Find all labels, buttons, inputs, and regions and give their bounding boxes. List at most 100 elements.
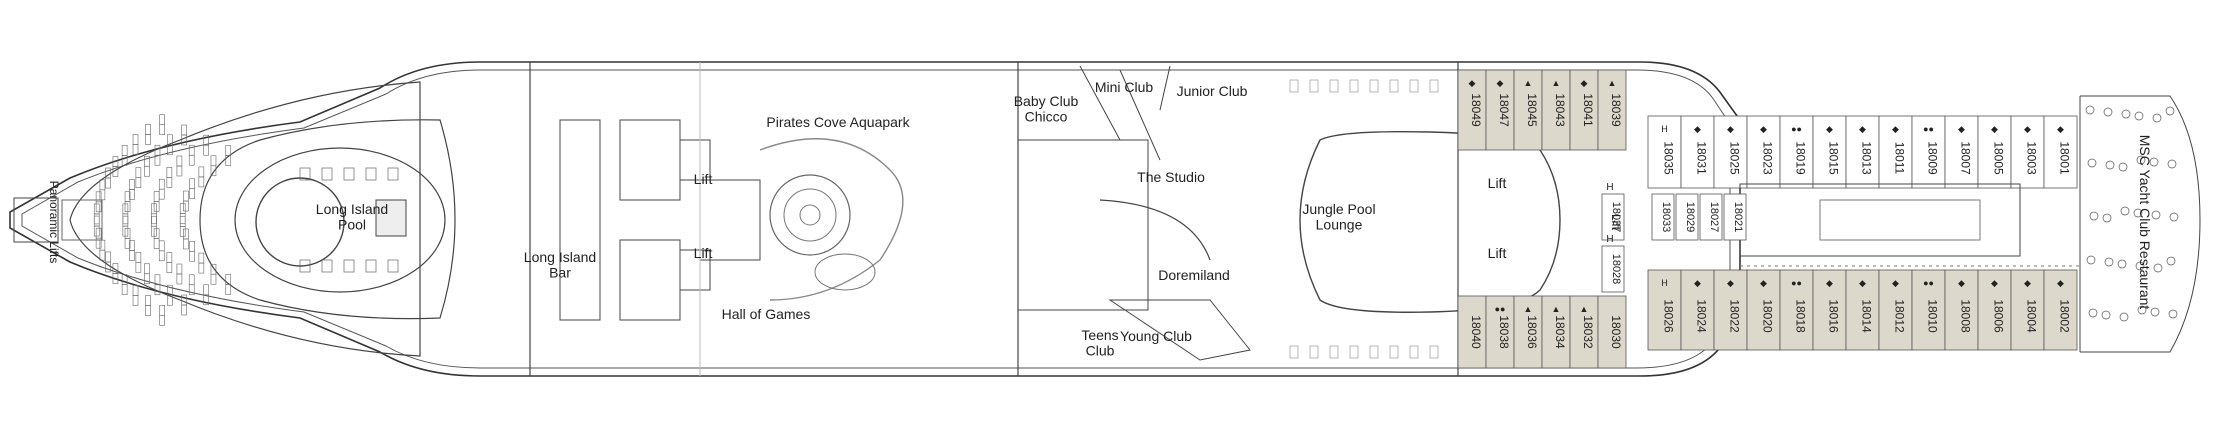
lounger xyxy=(124,238,131,249)
cabin-number: 18047 xyxy=(1497,93,1511,127)
cabin-18013 xyxy=(1845,115,1880,189)
cabin-mark: H xyxy=(1661,124,1668,134)
cabin-18043 xyxy=(1541,69,1571,151)
cabin-number: 18004 xyxy=(2025,299,2039,333)
cabin-number: 18041 xyxy=(1581,93,1595,127)
cabin-18031 xyxy=(1680,115,1715,189)
lounger xyxy=(153,191,160,202)
lounger xyxy=(145,305,151,316)
pool-chair xyxy=(343,167,355,181)
dining-table xyxy=(2133,208,2143,218)
label-lift-aft: Lift xyxy=(1609,214,1623,231)
label-hall-of-games: Hall of Games xyxy=(722,306,811,322)
cabin-number: 18021 xyxy=(1732,202,1744,233)
dining-table xyxy=(2135,261,2145,271)
dining-table xyxy=(2101,310,2111,320)
label-long-island-bar-line: Bar xyxy=(549,264,571,280)
dining-table xyxy=(2168,309,2178,319)
cabin-18028 xyxy=(1601,245,1625,293)
pool-chairs xyxy=(299,167,399,273)
lounger xyxy=(1329,345,1339,359)
corridor-inner xyxy=(1819,199,1981,241)
pool-chair xyxy=(299,259,311,273)
lounger xyxy=(1429,345,1439,359)
cabin-mark: ▲ xyxy=(1524,78,1533,88)
cabin-mark: ●● xyxy=(1791,124,1802,134)
cabin-mark: ◆ xyxy=(1826,124,1833,134)
lounger xyxy=(166,262,173,273)
cabin-number: 18049 xyxy=(1469,93,1483,127)
cabin-mark: ◆ xyxy=(1694,124,1701,134)
cabin-number: 18008 xyxy=(1959,299,1973,333)
waterslide xyxy=(759,138,904,301)
lounger xyxy=(167,134,173,146)
cabin-number: 18028 xyxy=(1610,254,1622,285)
cabin-number: 18036 xyxy=(1525,315,1539,349)
lounger xyxy=(225,145,232,156)
cabin-mark: ◆ xyxy=(1958,278,1965,288)
lounger xyxy=(122,225,129,237)
cabin-number: 18032 xyxy=(1581,315,1595,349)
lounger xyxy=(144,155,150,167)
cabin-number: 18007 xyxy=(1959,141,1973,175)
lounger xyxy=(1369,79,1379,93)
pool-chair xyxy=(299,167,311,181)
cabin-mark: ▲ xyxy=(1580,304,1589,314)
cabin-number: 18043 xyxy=(1553,93,1567,127)
cabins-aft-upper: 18035H18031◆18025◆18023◆18019●●18015◆180… xyxy=(1647,115,2078,189)
cabins-aft-lower: 18026H18024◆18022◆18020◆18018●●18016◆180… xyxy=(1647,269,2078,351)
pool-chair xyxy=(387,167,399,181)
cabin-mark: ◆ xyxy=(1727,278,1734,288)
cabin-18021 xyxy=(1723,193,1747,241)
lounger xyxy=(145,124,151,135)
lounger xyxy=(210,273,217,285)
lounger xyxy=(1309,345,1319,359)
dining-table xyxy=(2118,162,2128,172)
cabin-number: 18038 xyxy=(1497,315,1511,349)
long-island-pool-deck xyxy=(234,147,446,293)
cabin-mark: ◆ xyxy=(1760,278,1767,288)
dining-table xyxy=(2134,111,2144,121)
lounger xyxy=(159,314,165,326)
cabin-18006 xyxy=(1977,269,2012,351)
cabin-number: 18035 xyxy=(1662,141,1676,175)
yacht-club-outline xyxy=(2080,95,2201,353)
cabin-18020 xyxy=(1746,269,1781,351)
cabin-number: 18029 xyxy=(1684,202,1696,233)
label-long-island-pool-line: Pool xyxy=(338,216,366,232)
lounger xyxy=(1409,345,1419,359)
lounger xyxy=(1309,79,1319,93)
cabin-mark: ◆ xyxy=(1581,78,1588,88)
pool-chair xyxy=(365,167,377,181)
lounger xyxy=(159,304,165,316)
label-young-club: Young Club xyxy=(1120,328,1192,344)
lounger xyxy=(203,294,210,306)
lounger xyxy=(1289,345,1299,359)
cabin-number: 18016 xyxy=(1827,299,1841,333)
cabin-18012 xyxy=(1878,269,1913,351)
dining-table xyxy=(2153,263,2163,273)
cabin-mark: ◆ xyxy=(1958,124,1965,134)
label-doremiland: Doremiland xyxy=(1158,267,1230,283)
lounger xyxy=(121,145,128,156)
cabin-18045 xyxy=(1513,69,1543,151)
lounger xyxy=(112,156,119,167)
cabin-number: 18018 xyxy=(1794,299,1808,333)
cabin-mark: ◆ xyxy=(1991,278,1998,288)
cabin-number: 18039 xyxy=(1609,93,1623,127)
cabin-number: 18010 xyxy=(1926,299,1940,333)
lounger xyxy=(188,284,195,296)
cabin-18005 xyxy=(1977,115,2012,189)
cabin-number: 18020 xyxy=(1761,299,1775,333)
cabin-18026 xyxy=(1647,269,1682,351)
cabin-mark: ◆ xyxy=(1859,124,1866,134)
cabin-18002 xyxy=(2043,269,2078,351)
cabin-number: 18023 xyxy=(1761,141,1775,175)
lounger xyxy=(210,155,217,167)
cabin-18033 xyxy=(1651,193,1675,241)
lounger xyxy=(144,273,150,285)
cabin-mark: ◆ xyxy=(1760,124,1767,134)
lounger xyxy=(198,166,205,178)
